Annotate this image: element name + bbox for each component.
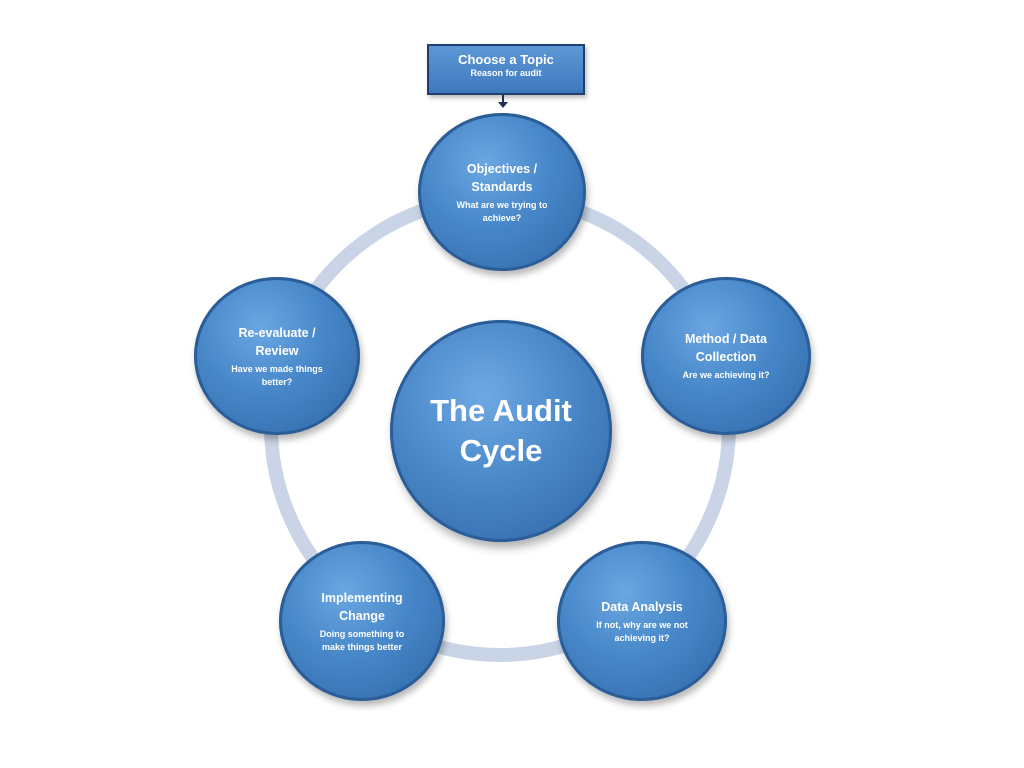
node-method-data-collection: Method / Data Collection Are we achievin… [641, 277, 811, 435]
topic-subtitle: Reason for audit [470, 68, 542, 78]
arrow-down-icon [498, 102, 508, 108]
choose-topic-box: Choose a Topic Reason for audit [427, 44, 585, 95]
node-objectives-standards: Objectives / Standards What are we tryin… [418, 113, 586, 271]
node-title: Method / Data Collection [685, 332, 767, 364]
topic-title: Choose a Topic [458, 52, 554, 67]
node-title: Objectives / Standards [466, 161, 538, 194]
center-title: The Audit Cycle [430, 393, 572, 468]
node-re-evaluate-review: Re-evaluate / Review Have we made things… [194, 277, 360, 435]
node-subtitle: What are we trying to achieve? [456, 199, 548, 223]
node-title: Re-evaluate / Review [238, 325, 316, 358]
node-subtitle: If not, why are we not achieving it? [596, 619, 688, 643]
node-title: Data Analysis [601, 599, 683, 614]
topic-connector [502, 95, 504, 104]
node-title: Implementing Change [321, 590, 403, 623]
node-data-analysis: Data Analysis If not, why are we not ach… [557, 541, 727, 701]
node-subtitle: Doing something to make things better [319, 628, 405, 652]
node-subtitle: Have we made things better? [231, 363, 323, 387]
node-subtitle: Are we achieving it? [682, 370, 770, 380]
center-audit-cycle: The Audit Cycle [390, 320, 612, 542]
node-implementing-change: Implementing Change Doing something to m… [279, 541, 445, 701]
